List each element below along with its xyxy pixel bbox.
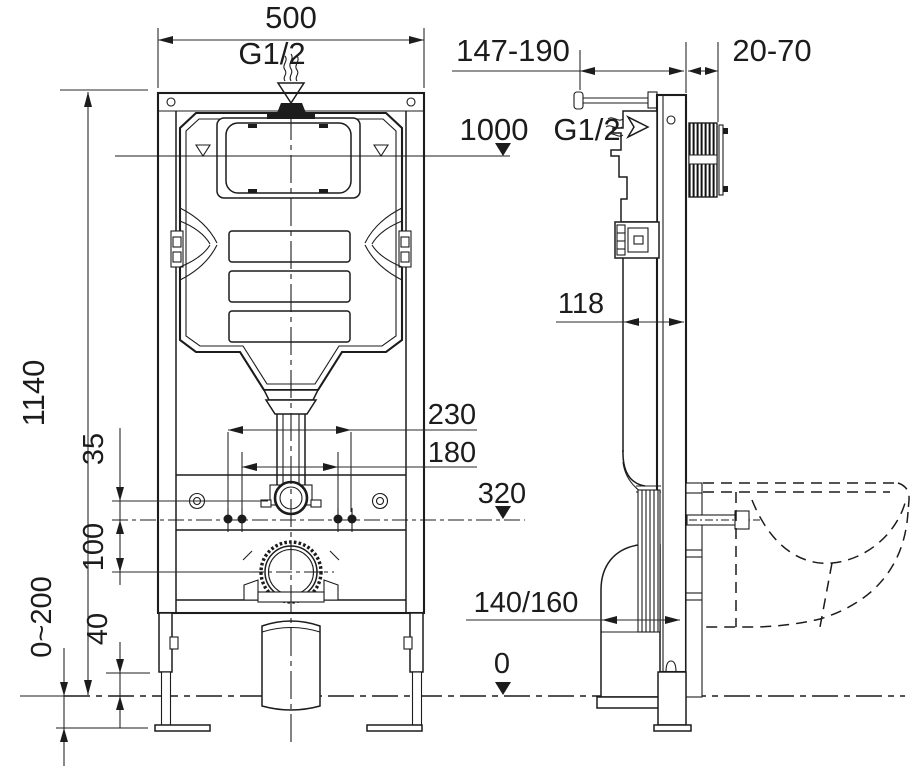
corner-screw-hole — [406, 97, 416, 107]
stud-nut — [734, 510, 750, 530]
side-view — [573, 91, 910, 732]
toilet-bowl-outline — [703, 482, 910, 628]
bowl-mounting — [685, 482, 760, 698]
flow-squiggle-icon — [607, 133, 624, 137]
level-marker-icon — [495, 506, 511, 519]
inlet-arrow-icon — [276, 82, 306, 105]
dim-140-160: 140/160 — [466, 587, 680, 624]
flush-bend — [622, 449, 646, 487]
dim-label-35: 35 — [78, 433, 110, 465]
actuator-rod — [573, 91, 658, 110]
dim-label-100: 100 — [78, 523, 110, 571]
flow-squiggle-icon — [289, 53, 293, 82]
flush-plate-box — [688, 122, 728, 198]
dim-320-level: 320 — [478, 478, 526, 519]
flow-squiggle-icon — [607, 117, 624, 121]
dim-height-1140: 1140 — [16, 89, 148, 695]
dim-label-180: 180 — [428, 437, 476, 469]
dim-label-0: 0 — [494, 648, 510, 680]
rail-hole — [666, 115, 676, 125]
v-braces — [179, 207, 403, 281]
insulation-panels — [228, 230, 351, 343]
bolt — [237, 514, 247, 524]
flow-squiggle-icon — [295, 55, 299, 82]
water-level-icon — [194, 144, 212, 158]
dim-bolt-spacing: 230 180 — [227, 399, 477, 512]
level-marker-icon — [495, 143, 511, 156]
floor-datum-line — [20, 672, 905, 729]
dim-label-1140: 1140 — [16, 360, 51, 427]
access-window — [216, 117, 361, 199]
water-level-icon — [372, 144, 390, 158]
dim-leg-adjust: 0~200 — [26, 576, 68, 766]
dim-label-320: 320 — [478, 478, 526, 510]
mount-hole — [371, 492, 389, 510]
flow-squiggle-icon — [605, 125, 623, 129]
level-marker-icon — [495, 682, 511, 695]
dim-width-500: 500 — [157, 0, 425, 88]
dim-1000-g12: 1000 G1/2 — [460, 112, 621, 156]
dim-label-230: 230 — [428, 399, 476, 431]
corner-screw-hole — [166, 97, 176, 107]
dim-label-140-160: 140/160 — [474, 587, 579, 619]
dim-35-100: 35 100 — [78, 428, 268, 585]
bolt — [223, 514, 233, 524]
dim-label-inlet-front: G1/2 — [238, 36, 305, 71]
leg-clip — [403, 636, 413, 650]
cistern-side-clips — [170, 230, 412, 268]
bolt — [347, 514, 357, 524]
valve-mechanism-box — [614, 221, 660, 259]
dimensions: 500 G1/2 1140 230 180 — [16, 0, 812, 766]
side-foot — [653, 660, 692, 732]
dim-floor-zero: 0 — [494, 648, 511, 695]
pipe-sleeve — [637, 489, 661, 633]
flush-pipe-assembly — [260, 389, 322, 516]
dim-label-118: 118 — [558, 288, 604, 320]
side-cistern — [610, 110, 661, 493]
fixing-bolts — [223, 508, 357, 532]
dim-label-1000: 1000 — [460, 112, 529, 147]
foot-plate — [366, 724, 423, 732]
dim-label-147-190: 147-190 — [456, 33, 570, 68]
dim-depth-ranges: 147-190 20-70 — [452, 33, 812, 122]
dim-118: 118 — [556, 288, 684, 326]
dim-label-20-70: 20-70 — [732, 33, 811, 68]
leg-clip — [169, 636, 179, 650]
side-inlet-marker — [605, 115, 650, 139]
foot-plate — [154, 724, 211, 732]
inlet-arrow-icon — [626, 115, 650, 139]
side-drain-elbow — [596, 489, 664, 709]
dim-label-500: 500 — [265, 0, 317, 35]
legs — [154, 612, 424, 732]
frame-rail — [655, 93, 688, 674]
dim-label-0-200: 0~200 — [26, 576, 58, 657]
dim-40: 40 — [82, 613, 124, 728]
flow-squiggle-icon — [283, 55, 287, 82]
bolt — [333, 514, 343, 524]
dim-label-40: 40 — [82, 613, 114, 645]
centerlines — [112, 112, 525, 742]
dim-label-inlet-side: G1/2 — [553, 112, 620, 147]
